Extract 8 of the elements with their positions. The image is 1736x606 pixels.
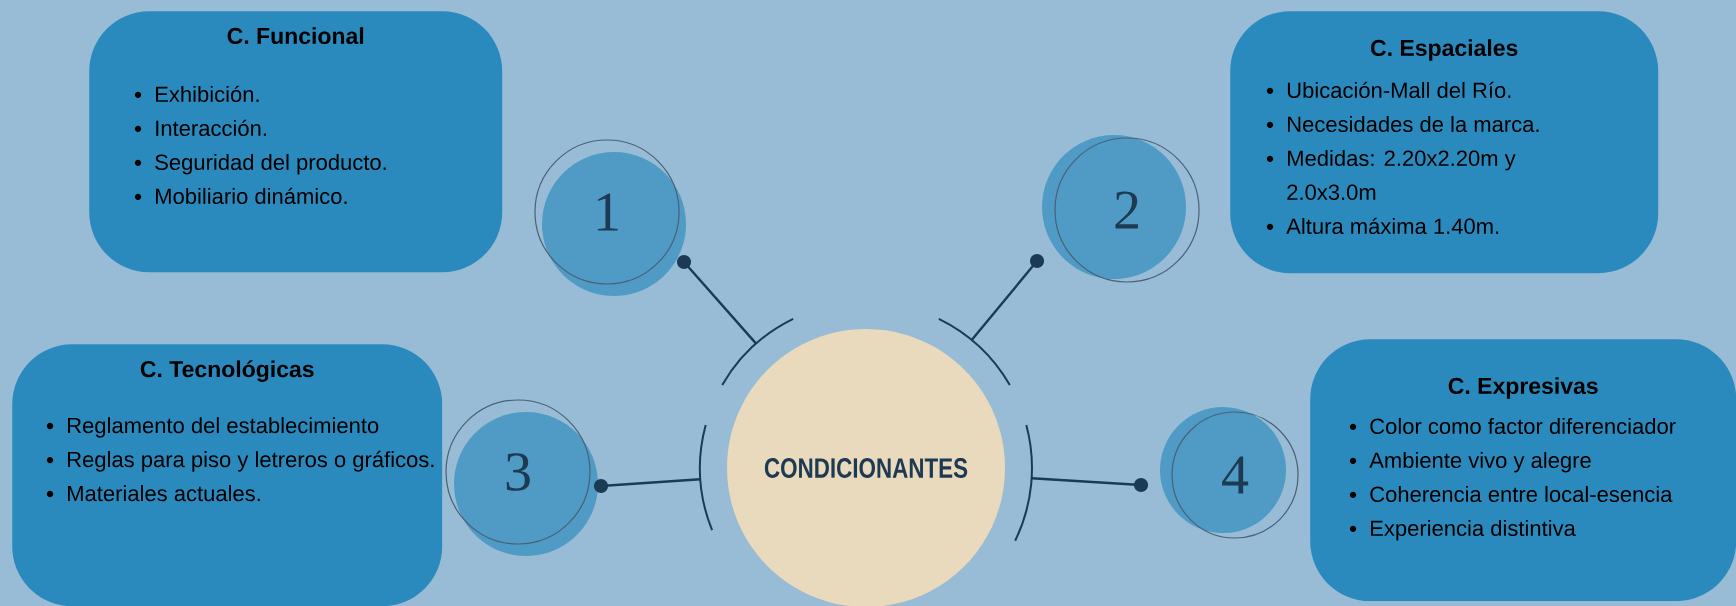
info-box: C. Espaciales Ubicación-Mall del Río. Necesidades de la marca. Medidas: 2.20x2.20m y 2.0x3.0m Altura máxima 1.40m. bbox=[1230, 11, 1659, 274]
connector-line bbox=[970, 254, 1044, 341]
connector-line bbox=[594, 478, 701, 493]
info-box: C. Funcional Exhibición. Interacción. Seguridad del producto. Mobiliario dinámico. bbox=[89, 11, 503, 273]
connector-line bbox=[677, 255, 757, 345]
info-box: C. Tecnológicas Reglamento del establecimiento Reglas para piso y letreros o gráficos. Materiales actuales. bbox=[12, 344, 443, 606]
connector-line bbox=[1031, 477, 1148, 492]
info-box: C. Expresivas Color como factor diferenciador Ambiente vivo y alegre Coherencia entre local-esencia Experiencia distintiva bbox=[1310, 339, 1736, 602]
